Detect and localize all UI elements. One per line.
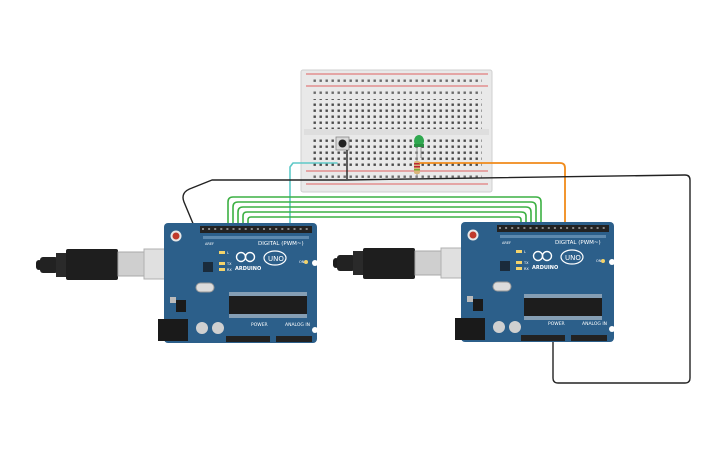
model-label: UNO — [268, 255, 284, 263]
led-rx: RX — [524, 267, 529, 271]
arduino-logo-icon — [532, 250, 553, 262]
onboard-leds — [516, 250, 522, 270]
pushbutton[interactable] — [335, 136, 350, 179]
on-label: ON — [299, 260, 305, 264]
brand-label: ARDUINO — [532, 265, 558, 271]
brand-label: ARDUINO — [235, 266, 261, 272]
on-label: ON — [596, 259, 602, 263]
aref-label: AREF — [502, 241, 511, 245]
mcu-chip — [524, 298, 602, 316]
wire-green-1[interactable] — [227, 196, 542, 228]
wires — [182, 162, 691, 384]
led-tx: TX — [523, 261, 529, 265]
digital-label: DIGITAL (PWM~) — [258, 241, 304, 247]
onboard-leds — [219, 251, 225, 271]
power-label: POWER — [251, 322, 268, 328]
arduino-logo-icon — [235, 251, 256, 263]
mcu-chip — [229, 296, 307, 314]
wire-green-5[interactable] — [247, 216, 522, 228]
power-label: POWER — [548, 321, 565, 327]
analog-label: ANALOG IN — [582, 321, 607, 327]
wire-orange[interactable] — [419, 162, 566, 228]
header-pins — [202, 227, 605, 230]
arduino-board-right[interactable]: DIGITAL (PWM~) AREF L TX RX ARDUINO UNO … — [333, 222, 615, 342]
analog-label: ANALOG IN — [285, 322, 310, 328]
wire-green-3[interactable] — [237, 206, 532, 228]
digital-label: DIGITAL (PWM~) — [555, 240, 601, 246]
arduino-board-left[interactable]: DIGITAL (PWM~) AREF L TX RX ARDUINO UNO … — [36, 223, 318, 343]
led-l: L — [524, 250, 526, 254]
wire-black[interactable] — [182, 174, 691, 384]
resistor[interactable] — [414, 158, 420, 178]
usb-cable-left[interactable] — [36, 248, 187, 280]
aref-label: AREF — [205, 242, 214, 246]
led-l: L — [227, 251, 229, 255]
green-led[interactable] — [414, 135, 424, 158]
wire-green-2[interactable] — [232, 201, 537, 228]
usb-cable-right[interactable] — [333, 247, 484, 279]
model-label: UNO — [565, 254, 581, 262]
led-tx: TX — [226, 262, 232, 266]
wire-green-4[interactable] — [242, 211, 527, 228]
breadboard[interactable] — [300, 69, 493, 193]
led-rx: RX — [227, 268, 232, 272]
